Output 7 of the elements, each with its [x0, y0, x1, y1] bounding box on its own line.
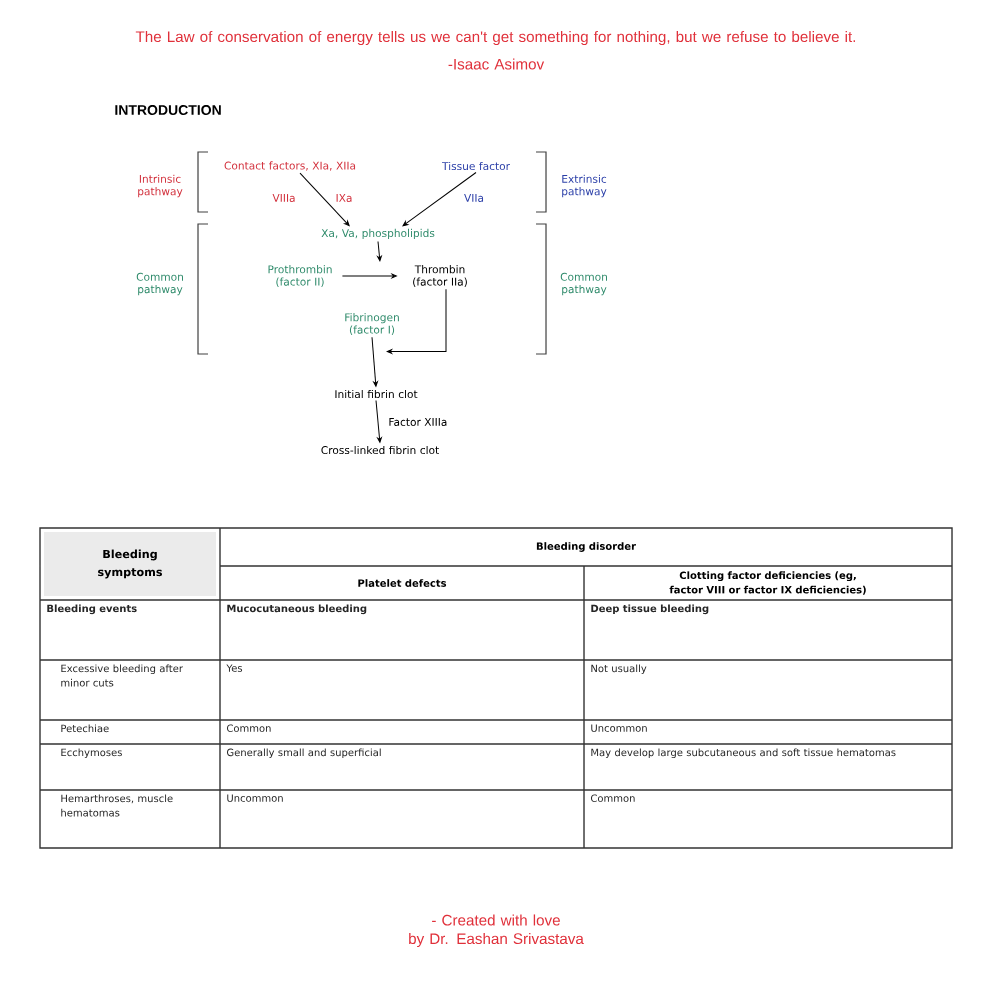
- arrow: [375, 400, 382, 443]
- arrow: [299, 172, 350, 227]
- arrow: [402, 172, 477, 227]
- arrow: [377, 241, 382, 262]
- arrow: [341, 273, 397, 279]
- arrow: [371, 336, 378, 387]
- arrow: [386, 288, 447, 354]
